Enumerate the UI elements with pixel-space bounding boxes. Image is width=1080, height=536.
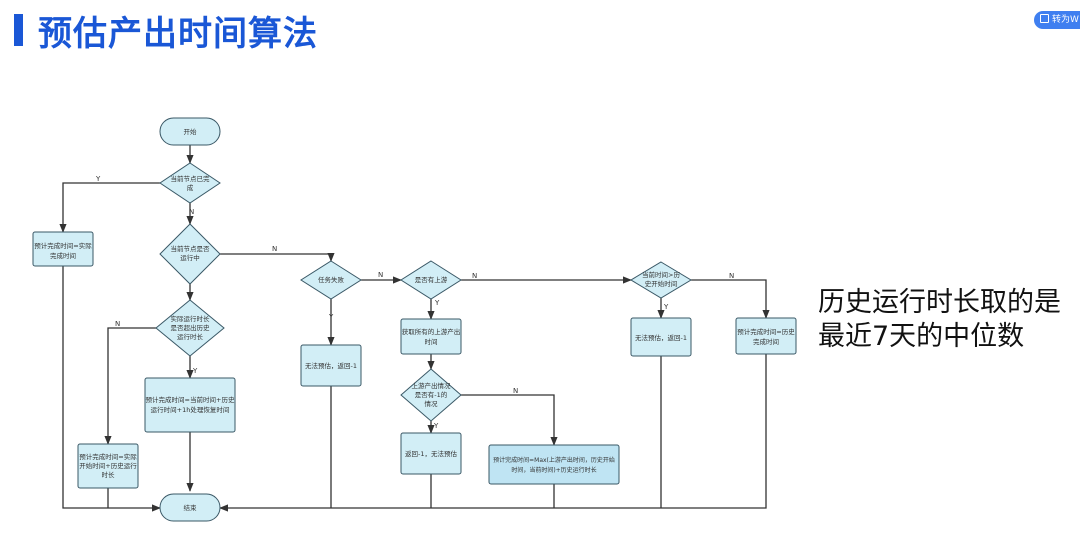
label-failed-no: N <box>378 271 383 279</box>
edge-done-result-to-end <box>62 266 161 512</box>
svg-text:返回-1，无法预估: 返回-1，无法预估 <box>405 449 457 458</box>
node-result-actual-done: 预计完成时间=实际 完成时间 <box>32 231 94 267</box>
svg-text:预计完成时间=实际: 预计完成时间=实际 <box>79 452 137 461</box>
node-decision-history: 当前时间>历 史开始时间 <box>630 261 692 299</box>
edge-running-no <box>220 252 335 262</box>
title-accent-bar <box>14 14 23 46</box>
svg-text:预计完成时间=Max(上游产出时间，历史开始: 预计完成时间=Max(上游产出时间，历史开始 <box>493 456 615 464</box>
label-overtime-no: N <box>115 320 120 328</box>
svg-text:是否有上游: 是否有上游 <box>415 275 448 284</box>
svg-text:成: 成 <box>187 183 194 192</box>
svg-text:当前节点是否: 当前节点是否 <box>171 244 211 253</box>
node-decision-done: 当前节点已完 成 <box>159 162 221 204</box>
edge-done-yes <box>59 182 160 233</box>
svg-text:是否有-1的: 是否有-1的 <box>415 390 448 399</box>
side-note-line-2: 最近7天的中位数 <box>818 321 1025 352</box>
node-decision-failed: 任务失败 <box>300 260 362 300</box>
edge-labels: Y N N N Y N Y N Y Y N Y N <box>95 175 734 430</box>
svg-text:无法预估，返回-1: 无法预估，返回-1 <box>305 361 357 370</box>
page-title: 预估产出时间算法 <box>38 14 318 54</box>
node-result-calc-overtime: 预计完成时间=当前时间+历史 运行时间+1h处理恢复时间 <box>144 377 236 433</box>
svg-text:时间，当前时间)+历史运行时长: 时间，当前时间)+历史运行时长 <box>511 466 596 474</box>
node-end: 结束 <box>159 493 221 522</box>
svg-text:结束: 结束 <box>184 503 198 512</box>
svg-text:预计完成时间=实际: 预计完成时间=实际 <box>34 241 92 250</box>
svg-text:时间: 时间 <box>425 337 438 346</box>
convert-button-label: 转为W <box>1052 15 1079 25</box>
node-decision-overtime: 实际运行时长 是否超出历史 运行时长 <box>155 299 225 357</box>
edge-upneg-no <box>461 394 558 446</box>
label-upneg-no: N <box>513 387 518 395</box>
svg-text:史开始时间: 史开始时间 <box>645 279 678 288</box>
label-running-no: N <box>272 245 277 253</box>
svg-text:获取所有的上游产出: 获取所有的上游产出 <box>402 327 461 336</box>
node-result-return: 返回-1，无法预估 <box>400 432 462 475</box>
svg-text:预计完成时间=当前时间+历史: 预计完成时间=当前时间+历史 <box>146 395 235 404</box>
convert-button[interactable]: 转为W <box>1034 11 1080 29</box>
side-note-line-1: 历史运行时长取的是 <box>818 287 1061 318</box>
svg-text:完成时间: 完成时间 <box>753 337 779 346</box>
edges <box>59 145 770 512</box>
node-result-history: 预计完成时间=历史 完成时间 <box>735 317 797 355</box>
svg-text:当前时间>历: 当前时间>历 <box>642 270 680 279</box>
svg-text:实际运行时长: 实际运行时长 <box>171 314 211 323</box>
svg-text:上游产出情况: 上游产出情况 <box>412 381 452 390</box>
svg-text:是否超出历史: 是否超出历史 <box>171 323 211 332</box>
label-upneg-yes: Y <box>433 422 439 430</box>
svg-text:开始: 开始 <box>184 127 198 136</box>
label-overtime-yes: Y <box>192 367 198 375</box>
svg-text:情况: 情况 <box>425 399 439 408</box>
label-done-yes: Y <box>95 175 101 183</box>
nodes: 开始 当前节点已完 成 预计完成时间=实际 完成时间 当前节点是否 运行中 实际… <box>32 117 797 522</box>
node-get-upstream: 获取所有的上游产出 时间 <box>400 318 462 355</box>
svg-text:任务失败: 任务失败 <box>318 275 345 284</box>
side-note: 历史运行时长取的是 最近7天的中位数 <box>818 286 1080 354</box>
svg-text:时长: 时长 <box>102 470 116 479</box>
node-decision-upstream: 是否有上游 <box>400 260 462 300</box>
label-done-no: N <box>189 208 194 216</box>
svg-text:当前节点已完: 当前节点已完 <box>171 174 211 183</box>
svg-text:无法预估，返回-1: 无法预估，返回-1 <box>635 333 687 342</box>
node-result-fail-2: 无法预估，返回-1 <box>630 317 692 357</box>
label-upstream-yes: Y <box>434 299 440 307</box>
node-decision-upstream-negative: 上游产出情况 是否有-1的 情况 <box>400 368 462 422</box>
node-result-max: 预计完成时间=Max(上游产出时间，历史开始 时间，当前时间)+历史运行时长 <box>488 444 620 485</box>
svg-text:运行时间+1h处理恢复时间: 运行时间+1h处理恢复时间 <box>151 405 230 414</box>
node-result-actual-start: 预计完成时间=实际 开始时间+历史运行 时长 <box>77 443 139 489</box>
document-icon <box>1040 14 1049 23</box>
svg-text:运行中: 运行中 <box>180 253 200 262</box>
svg-text:运行时长: 运行时长 <box>177 332 204 341</box>
label-hist-no: N <box>729 272 734 280</box>
node-start: 开始 <box>159 117 221 146</box>
svg-text:完成时间: 完成时间 <box>50 251 76 260</box>
edge-overtime-no <box>104 327 156 445</box>
label-upstream-no: N <box>472 272 477 280</box>
label-failed-yes: Y <box>328 313 334 321</box>
node-decision-running: 当前节点是否 运行中 <box>159 223 221 285</box>
edge-hist-to-end <box>219 354 767 512</box>
edge-hist-no <box>691 279 770 319</box>
svg-text:预计完成时间=历史: 预计完成时间=历史 <box>737 327 795 336</box>
node-result-fail: 无法预估，返回-1 <box>300 344 362 387</box>
label-hist-yes: Y <box>663 303 669 311</box>
svg-text:开始时间+历史运行: 开始时间+历史运行 <box>79 461 137 470</box>
